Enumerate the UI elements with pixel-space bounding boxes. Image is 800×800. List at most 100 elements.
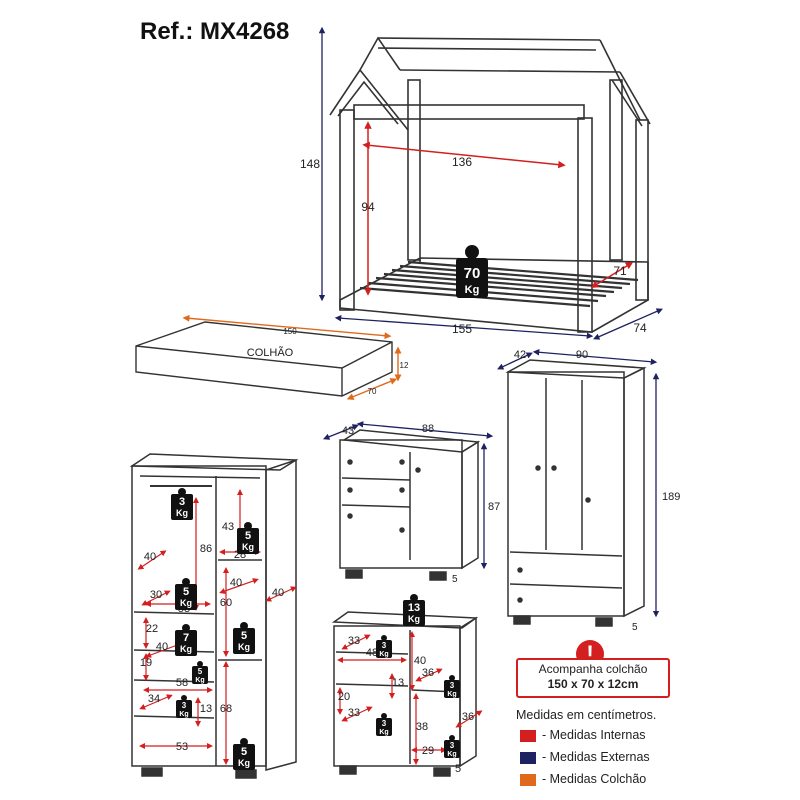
bed-height-label: 148 <box>300 157 320 171</box>
dresser-dimensions: 43 88 87 5 <box>322 421 500 585</box>
weight-icon: 70 Kg <box>456 245 488 298</box>
bed-outer-depth-label: 74 <box>633 321 647 335</box>
svg-text:Kg: Kg <box>238 642 250 652</box>
legend-swatch <box>520 774 536 786</box>
cabinet-small-dim-label: 13 <box>392 677 404 689</box>
cabinet-small-dim-label-line <box>341 634 371 650</box>
cabinet-small-dim-label: 33 <box>348 635 360 647</box>
mattress-length-label: 150 <box>283 327 297 336</box>
cabinet-large-dim-label: 43 <box>222 521 234 533</box>
svg-text:Kg: Kg <box>408 614 420 624</box>
mattress: COLHÃO 150 70 12 <box>135 314 409 400</box>
cabinet-large-dim-label-line <box>265 586 297 602</box>
bed-inner-depth-label: 71 <box>613 264 627 278</box>
wardrobe-depth-label: 42 <box>514 349 526 361</box>
legend-label: - Medidas Colchão <box>542 772 647 786</box>
bed-outer-width-label: 155 <box>452 322 472 336</box>
mattress-note-size: 150 x 70 x 12cm <box>547 677 639 691</box>
bed-dimensions: 148 136 94 71 155 74 70 Kg <box>300 26 663 340</box>
svg-text:5: 5 <box>241 746 247 758</box>
cabinet-large-dim-label: 60 <box>220 597 232 609</box>
wardrobe-height-label: 189 <box>662 491 680 503</box>
wardrobe-feet-label: 5 <box>632 622 638 633</box>
weight-icon: 3Kg <box>376 635 392 658</box>
svg-text:Kg: Kg <box>379 651 388 658</box>
svg-text:Kg: Kg <box>179 711 188 718</box>
svg-text:Kg: Kg <box>195 677 204 684</box>
cabinet-small-dim-label-line <box>455 710 483 728</box>
reference-title: Ref.: MX4268 <box>140 18 290 45</box>
mattress-label: COLHÃO <box>247 346 294 359</box>
wardrobe-width-label: 90 <box>576 349 588 361</box>
house-bed <box>329 36 651 333</box>
units-note: Medidas em centímetros. <box>516 708 657 722</box>
alert-symbol: ! <box>586 641 594 666</box>
svg-text:Kg: Kg <box>238 758 250 768</box>
cabinet-large-dim-label-line <box>145 642 183 658</box>
legend-swatch <box>520 730 536 742</box>
dresser-height-label: 87 <box>488 501 500 513</box>
cabinet-small-dim-label: 5 <box>455 763 461 775</box>
cabinet-large-dim-label: 13 <box>200 703 212 715</box>
weight-icon: 3Kg <box>444 735 460 758</box>
cabinet-small-dim-label: 29 <box>422 745 434 757</box>
cabinet-small-dim-label: 36 <box>462 711 474 723</box>
cabinet-large <box>129 453 299 779</box>
legend-label: - Medidas Externas <box>542 750 650 764</box>
cabinet-small-dim-label: 33 <box>348 707 360 719</box>
cabinet-large-dim-label: 86 <box>200 543 212 555</box>
cabinet-small-dim-label: 40 <box>414 655 426 667</box>
cabinet-large-dim-label: 30 <box>150 589 162 601</box>
cabinet-small-dim-label: 36 <box>422 667 434 679</box>
cabinet-large-dim-label: 22 <box>146 623 158 635</box>
mattress-width-label: 70 <box>368 387 377 396</box>
dresser-width-label: 88 <box>422 423 434 435</box>
svg-text:5: 5 <box>198 667 203 676</box>
svg-text:13: 13 <box>408 602 420 614</box>
svg-text:Kg: Kg <box>447 751 456 758</box>
dresser <box>339 429 481 581</box>
weight-icon: 5Kg <box>192 661 208 684</box>
svg-text:5: 5 <box>183 586 189 598</box>
svg-text:3: 3 <box>382 719 387 728</box>
svg-text:Kg: Kg <box>447 691 456 698</box>
legend-swatch <box>520 752 536 764</box>
mattress-thickness-label: 12 <box>400 361 409 370</box>
weight-icon: 3Kg <box>444 675 460 698</box>
bed-weight-value: 70 <box>464 265 481 282</box>
cabinet-small-dim-label: 38 <box>416 721 428 733</box>
mattress-note: Acompanha colchão 150 x 70 x 12cm <box>516 658 670 698</box>
dresser-feet-label: 5 <box>452 574 458 585</box>
cabinet-large-dim-label: 58 <box>176 677 188 689</box>
wardrobe <box>505 359 647 627</box>
cabinet-small-dim-label-line <box>341 706 373 722</box>
weight-icon: 3Kg <box>176 695 192 718</box>
svg-text:3: 3 <box>382 641 387 650</box>
svg-text:Kg: Kg <box>180 598 192 608</box>
svg-text:Kg: Kg <box>180 644 192 654</box>
svg-text:5: 5 <box>241 630 247 642</box>
mattress-note-title: Acompanha colchão <box>538 662 648 676</box>
svg-text:3: 3 <box>179 496 185 508</box>
svg-text:3: 3 <box>182 701 187 710</box>
bed-inner-width-label: 136 <box>452 155 472 169</box>
cabinet-small-dim-label-line <box>415 668 443 682</box>
cabinet-large-dim-label-line <box>139 694 173 710</box>
svg-text:Kg: Kg <box>379 729 388 736</box>
cabinet-large-dim-label: 40 <box>230 577 242 589</box>
cabinet-large-dim-label: 40 <box>144 551 156 563</box>
svg-text:Kg: Kg <box>176 508 188 518</box>
cabinet-large-dim-label-line <box>137 550 167 570</box>
cabinet-large-dim-label: 53 <box>176 741 188 753</box>
weight-icon: 3Kg <box>376 713 392 736</box>
dresser-depth-label: 43 <box>342 425 354 437</box>
cabinet-large-dim-label: 34 <box>148 693 160 705</box>
weight-icon: 5Kg <box>237 522 259 554</box>
hanger-icon: 3Kg <box>171 488 193 520</box>
weight-icon: 5Kg <box>233 738 255 770</box>
cabinet-large-dim-label: 19 <box>140 657 152 669</box>
